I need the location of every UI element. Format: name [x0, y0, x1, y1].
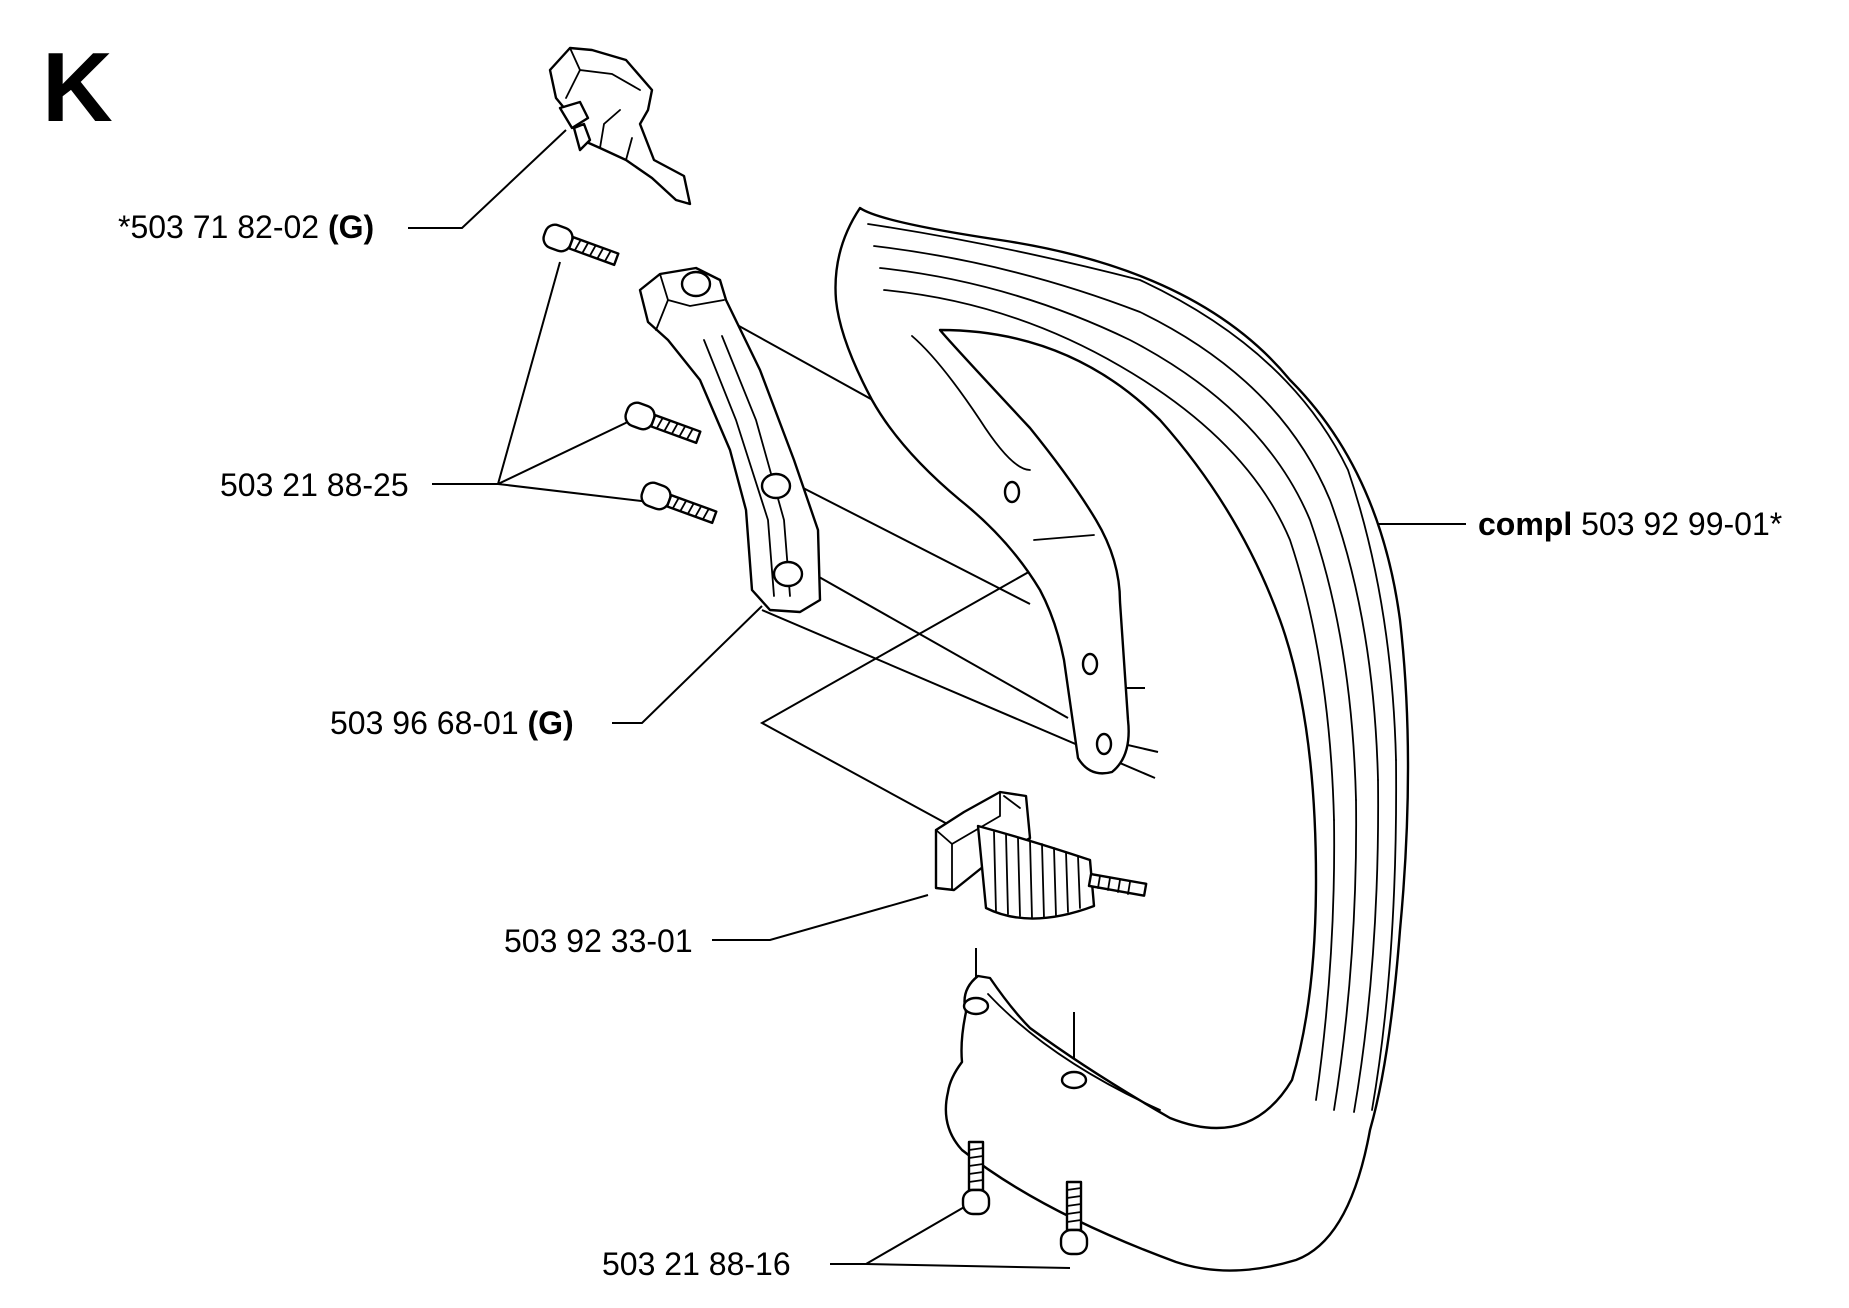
label-throttle-trigger: *503 71 82-02 (G) — [118, 211, 374, 243]
label-front-handle: compl 503 92 99-01* — [1478, 508, 1782, 540]
section-letter: K — [42, 32, 113, 142]
leader-screws-lower — [830, 1205, 1071, 1269]
part-number: 503 71 82-02 — [130, 209, 320, 245]
label-vibration-damper: 503 92 33-01 — [504, 925, 693, 957]
handle-bracket-drawing — [638, 266, 822, 614]
vibration-damper-drawing — [934, 790, 1148, 920]
throttle-trigger-drawing — [548, 46, 692, 206]
part-number: 503 21 88-16 — [602, 1246, 791, 1282]
part-number: 503 96 68-01 — [330, 705, 519, 741]
part-number: 503 92 33-01 — [504, 923, 693, 959]
part-prefix: compl — [1478, 506, 1573, 542]
leader-vibration-damper — [712, 894, 929, 941]
leader-screws-upper — [432, 261, 651, 503]
leader-lines — [408, 129, 1466, 1269]
label-screws-lower: 503 21 88-16 — [602, 1248, 791, 1280]
screws-upper-drawing — [542, 223, 718, 525]
label-handle-bracket: 503 96 68-01 (G) — [330, 707, 574, 739]
part-suffix: (G) — [327, 209, 375, 245]
label-screws-upper: 503 21 88-25 — [220, 469, 409, 501]
screws-lower-drawing — [961, 1140, 1089, 1256]
leader-throttle-trigger — [408, 129, 567, 229]
part-suffix: (G) — [527, 705, 574, 741]
part-number: 503 21 88-25 — [220, 467, 409, 503]
part-prefix: * — [118, 209, 131, 245]
front-handle-drawing — [834, 206, 1410, 1272]
part-number: 503 92 99-01* — [1581, 506, 1783, 542]
leader-handle-bracket — [612, 605, 763, 724]
